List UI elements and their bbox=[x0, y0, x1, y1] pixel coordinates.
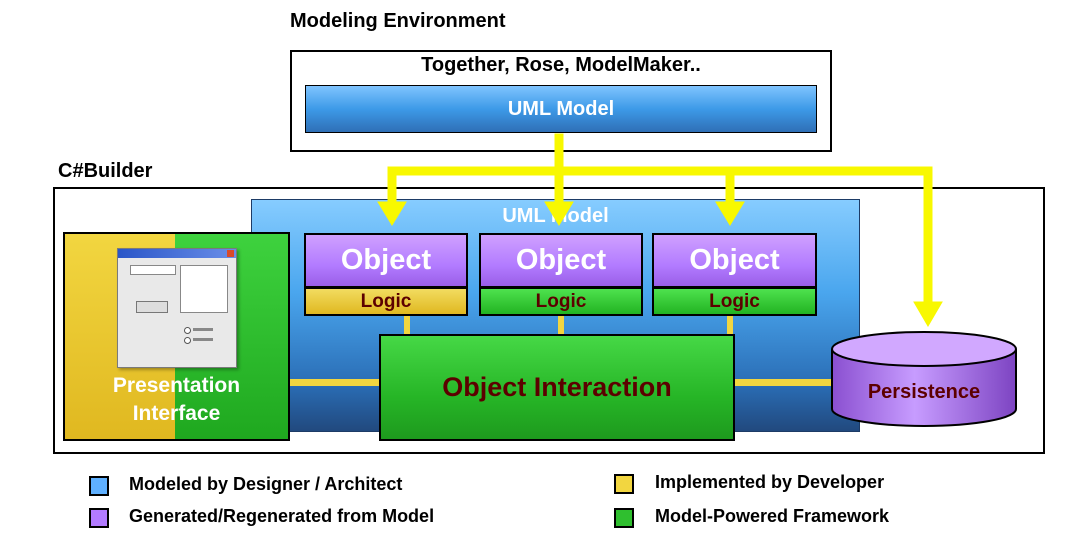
modeling-tools-label: Together, Rose, ModelMaker.. bbox=[421, 54, 701, 76]
connector-presentation-interaction bbox=[290, 379, 380, 386]
object-box-1: Object bbox=[304, 233, 468, 288]
legend-label-framework: Model-Powered Framework bbox=[655, 506, 890, 526]
csharp-builder-title: C#Builder bbox=[58, 160, 153, 182]
legend-label-generated: Generated/Regenerated from Model bbox=[129, 506, 435, 526]
connector-logic-2 bbox=[558, 315, 564, 335]
legend-swatch-generated bbox=[89, 508, 109, 528]
presentation-interface-label: Presentation Interface bbox=[65, 372, 288, 428]
object-box-2: Object bbox=[479, 233, 643, 288]
legend-swatch-developer bbox=[614, 474, 634, 494]
legend-swatch-modeled bbox=[89, 476, 109, 496]
arrow-head-object-1 bbox=[377, 201, 407, 226]
arrow-head-persistence bbox=[913, 301, 943, 327]
arrow-head-object-3 bbox=[715, 201, 745, 226]
object-logic-2: Logic bbox=[479, 287, 643, 316]
connector-interaction-persistence bbox=[735, 379, 835, 386]
object-box-3: Object bbox=[652, 233, 817, 288]
legend-label-modeled: Modeled by Designer / Architect bbox=[129, 474, 403, 494]
presentation-label-line1: Presentation bbox=[112, 374, 241, 397]
presentation-label-line2: Interface bbox=[132, 402, 221, 425]
object-logic-3: Logic bbox=[652, 287, 817, 316]
persistence-cylinder bbox=[831, 331, 1017, 427]
object-interaction-box: Object Interaction bbox=[379, 334, 735, 441]
arrow-distribution-line bbox=[387, 166, 933, 176]
uml-model-bar-top: UML Model bbox=[305, 85, 817, 133]
persistence-label: Persistence bbox=[867, 380, 981, 403]
object-logic-1: Logic bbox=[304, 287, 468, 316]
connector-logic-1 bbox=[404, 315, 410, 335]
legend-label-developer: Implemented by Developer bbox=[655, 472, 885, 492]
modeling-environment-title: Modeling Environment bbox=[290, 10, 506, 32]
connector-logic-3 bbox=[727, 315, 733, 335]
legend-swatch-framework bbox=[614, 508, 634, 528]
yellow-arrows bbox=[377, 133, 943, 327]
modeling-environment-box: Together, Rose, ModelMaker.. UML Model bbox=[290, 50, 832, 152]
arrow-head-object-2 bbox=[544, 201, 574, 226]
presentation-interface-box: Presentation Interface bbox=[63, 232, 290, 441]
form-preview-icon bbox=[117, 248, 237, 368]
